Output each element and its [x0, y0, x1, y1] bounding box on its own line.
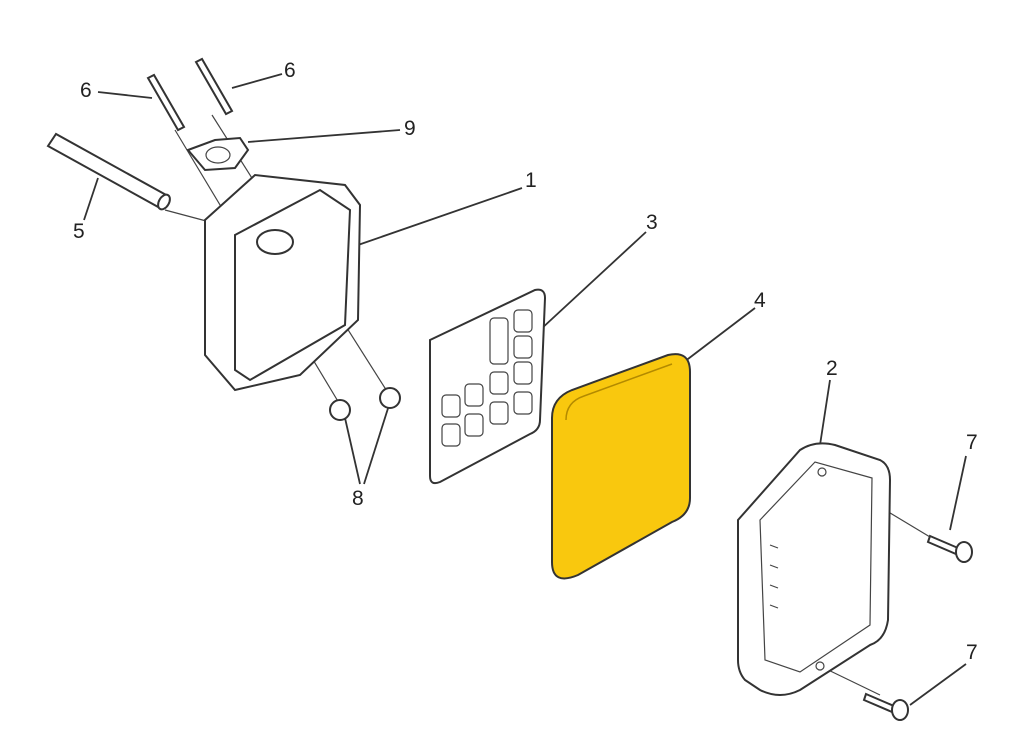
- callout-3: 3: [646, 211, 658, 234]
- part-1-housing: [204, 173, 362, 392]
- callout-7-bottom: 7: [966, 641, 978, 664]
- callout-6-left: 6: [80, 79, 92, 102]
- part-5-tube: [46, 132, 171, 211]
- part-2-cover: [737, 442, 892, 696]
- callout-6-right: 6: [284, 59, 296, 82]
- callout-9: 9: [404, 117, 416, 140]
- callout-4: 4: [754, 289, 766, 312]
- callout-8: 8: [352, 487, 364, 510]
- callout-2: 2: [826, 357, 838, 380]
- part-8-nuts: [329, 387, 401, 421]
- callout-1: 1: [525, 169, 537, 192]
- callout-5: 5: [73, 220, 85, 243]
- part-7-screws: [862, 534, 973, 721]
- part-3-filter-grid: [429, 288, 547, 485]
- part-6-studs: [146, 57, 234, 132]
- callout-7-top: 7: [966, 431, 978, 454]
- part-4-foam-filter-highlighted: [551, 353, 691, 580]
- part-9-gasket: [186, 136, 250, 172]
